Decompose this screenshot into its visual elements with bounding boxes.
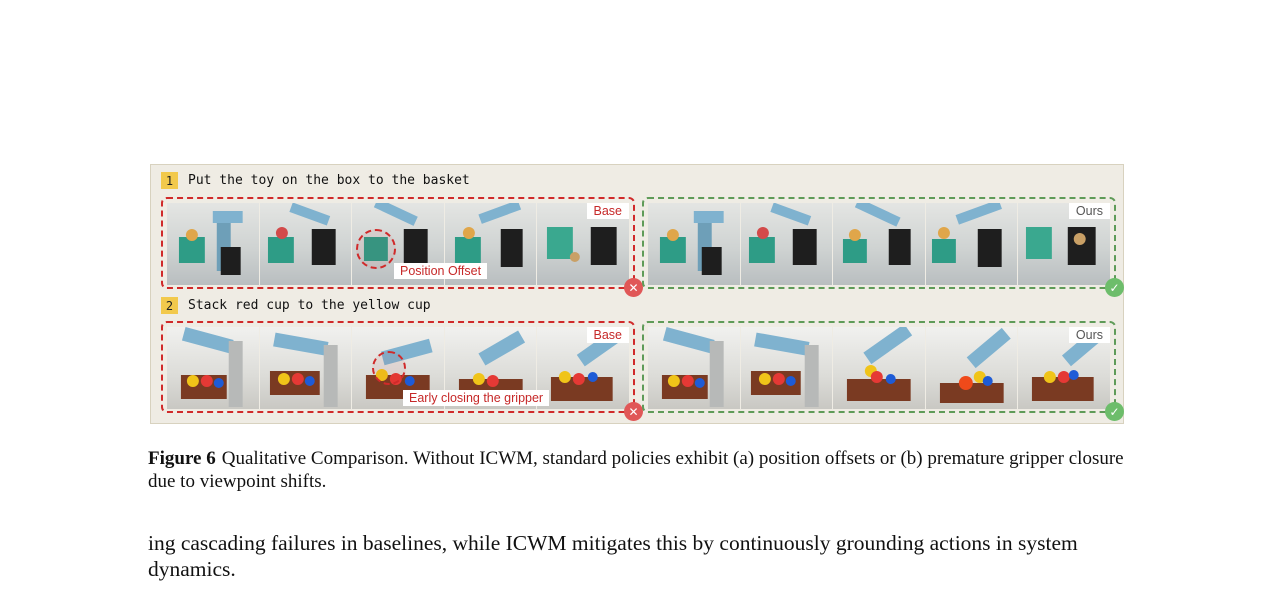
ours-label: Ours (1068, 203, 1110, 219)
frame (167, 203, 259, 285)
frame (259, 203, 352, 285)
frame (167, 327, 259, 409)
pass-icon: ✓ (1105, 278, 1124, 297)
task-1-ours-group: Ours ✓ (642, 197, 1124, 297)
base-label: Base (586, 327, 629, 343)
ours-label: Ours (1068, 327, 1110, 343)
robot-scene-image (547, 227, 618, 265)
task-1-base-frames (167, 203, 629, 285)
task-1-ours-frames (648, 203, 1110, 285)
robot-scene-image (454, 203, 523, 267)
robot-scene-image (180, 327, 243, 407)
robot-scene-image (748, 203, 817, 265)
frame (833, 327, 925, 409)
pass-icon: ✓ (1105, 402, 1124, 421)
robot-scene-image (847, 327, 913, 401)
robot-scene-image (178, 211, 243, 275)
frame (833, 203, 925, 285)
position-offset-marker (356, 229, 396, 269)
fail-icon: ✕ (624, 278, 643, 297)
caption-text: Qualitative Comparison. Without ICWM, st… (148, 448, 1124, 492)
frame (259, 327, 352, 409)
task-2-ours-group: Ours ✓ (642, 321, 1124, 421)
body-paragraph: ing cascading failures in baselines, whi… (148, 531, 1078, 581)
frame (740, 327, 833, 409)
robot-scene-image (1026, 227, 1097, 265)
figure-panel: 1 Put the toy on the box to the basket (150, 164, 1124, 424)
frame (740, 203, 833, 285)
task-2-ours-frames (648, 327, 1110, 409)
robot-scene-image (659, 211, 724, 275)
task-1-instruction: Put the toy on the box to the basket (188, 173, 470, 188)
task-2-number: 2 (161, 297, 178, 314)
robot-scene-image (661, 327, 724, 407)
task-1-base-group: Position Offset Base ✕ (161, 197, 643, 297)
frame (648, 203, 740, 285)
frame (925, 203, 1018, 285)
task-1-header: 1 Put the toy on the box to the basket (161, 172, 470, 189)
task-2-instruction: Stack red cup to the yellow cup (188, 298, 431, 313)
frame (925, 327, 1018, 409)
early-close-marker (372, 351, 406, 385)
robot-scene-image (939, 327, 1011, 403)
robot-scene-image (843, 203, 911, 265)
robot-scene-image (931, 203, 1002, 267)
frame (648, 327, 740, 409)
task-1-number: 1 (161, 172, 178, 189)
figure-label: Figure 6 (148, 448, 216, 469)
task-2-base-group: Early closing the gripper Base ✕ (161, 321, 643, 421)
robot-scene-image (750, 332, 819, 407)
task-2-header: 2 Stack red cup to the yellow cup (161, 297, 431, 314)
task-2-failure-annotation: Early closing the gripper (403, 390, 550, 406)
robot-scene-image (269, 332, 338, 407)
base-label: Base (586, 203, 629, 219)
task-1-failure-annotation: Position Offset (394, 263, 488, 279)
fail-icon: ✕ (624, 402, 643, 421)
robot-scene-image (1032, 329, 1102, 401)
robot-scene-image (267, 203, 336, 265)
